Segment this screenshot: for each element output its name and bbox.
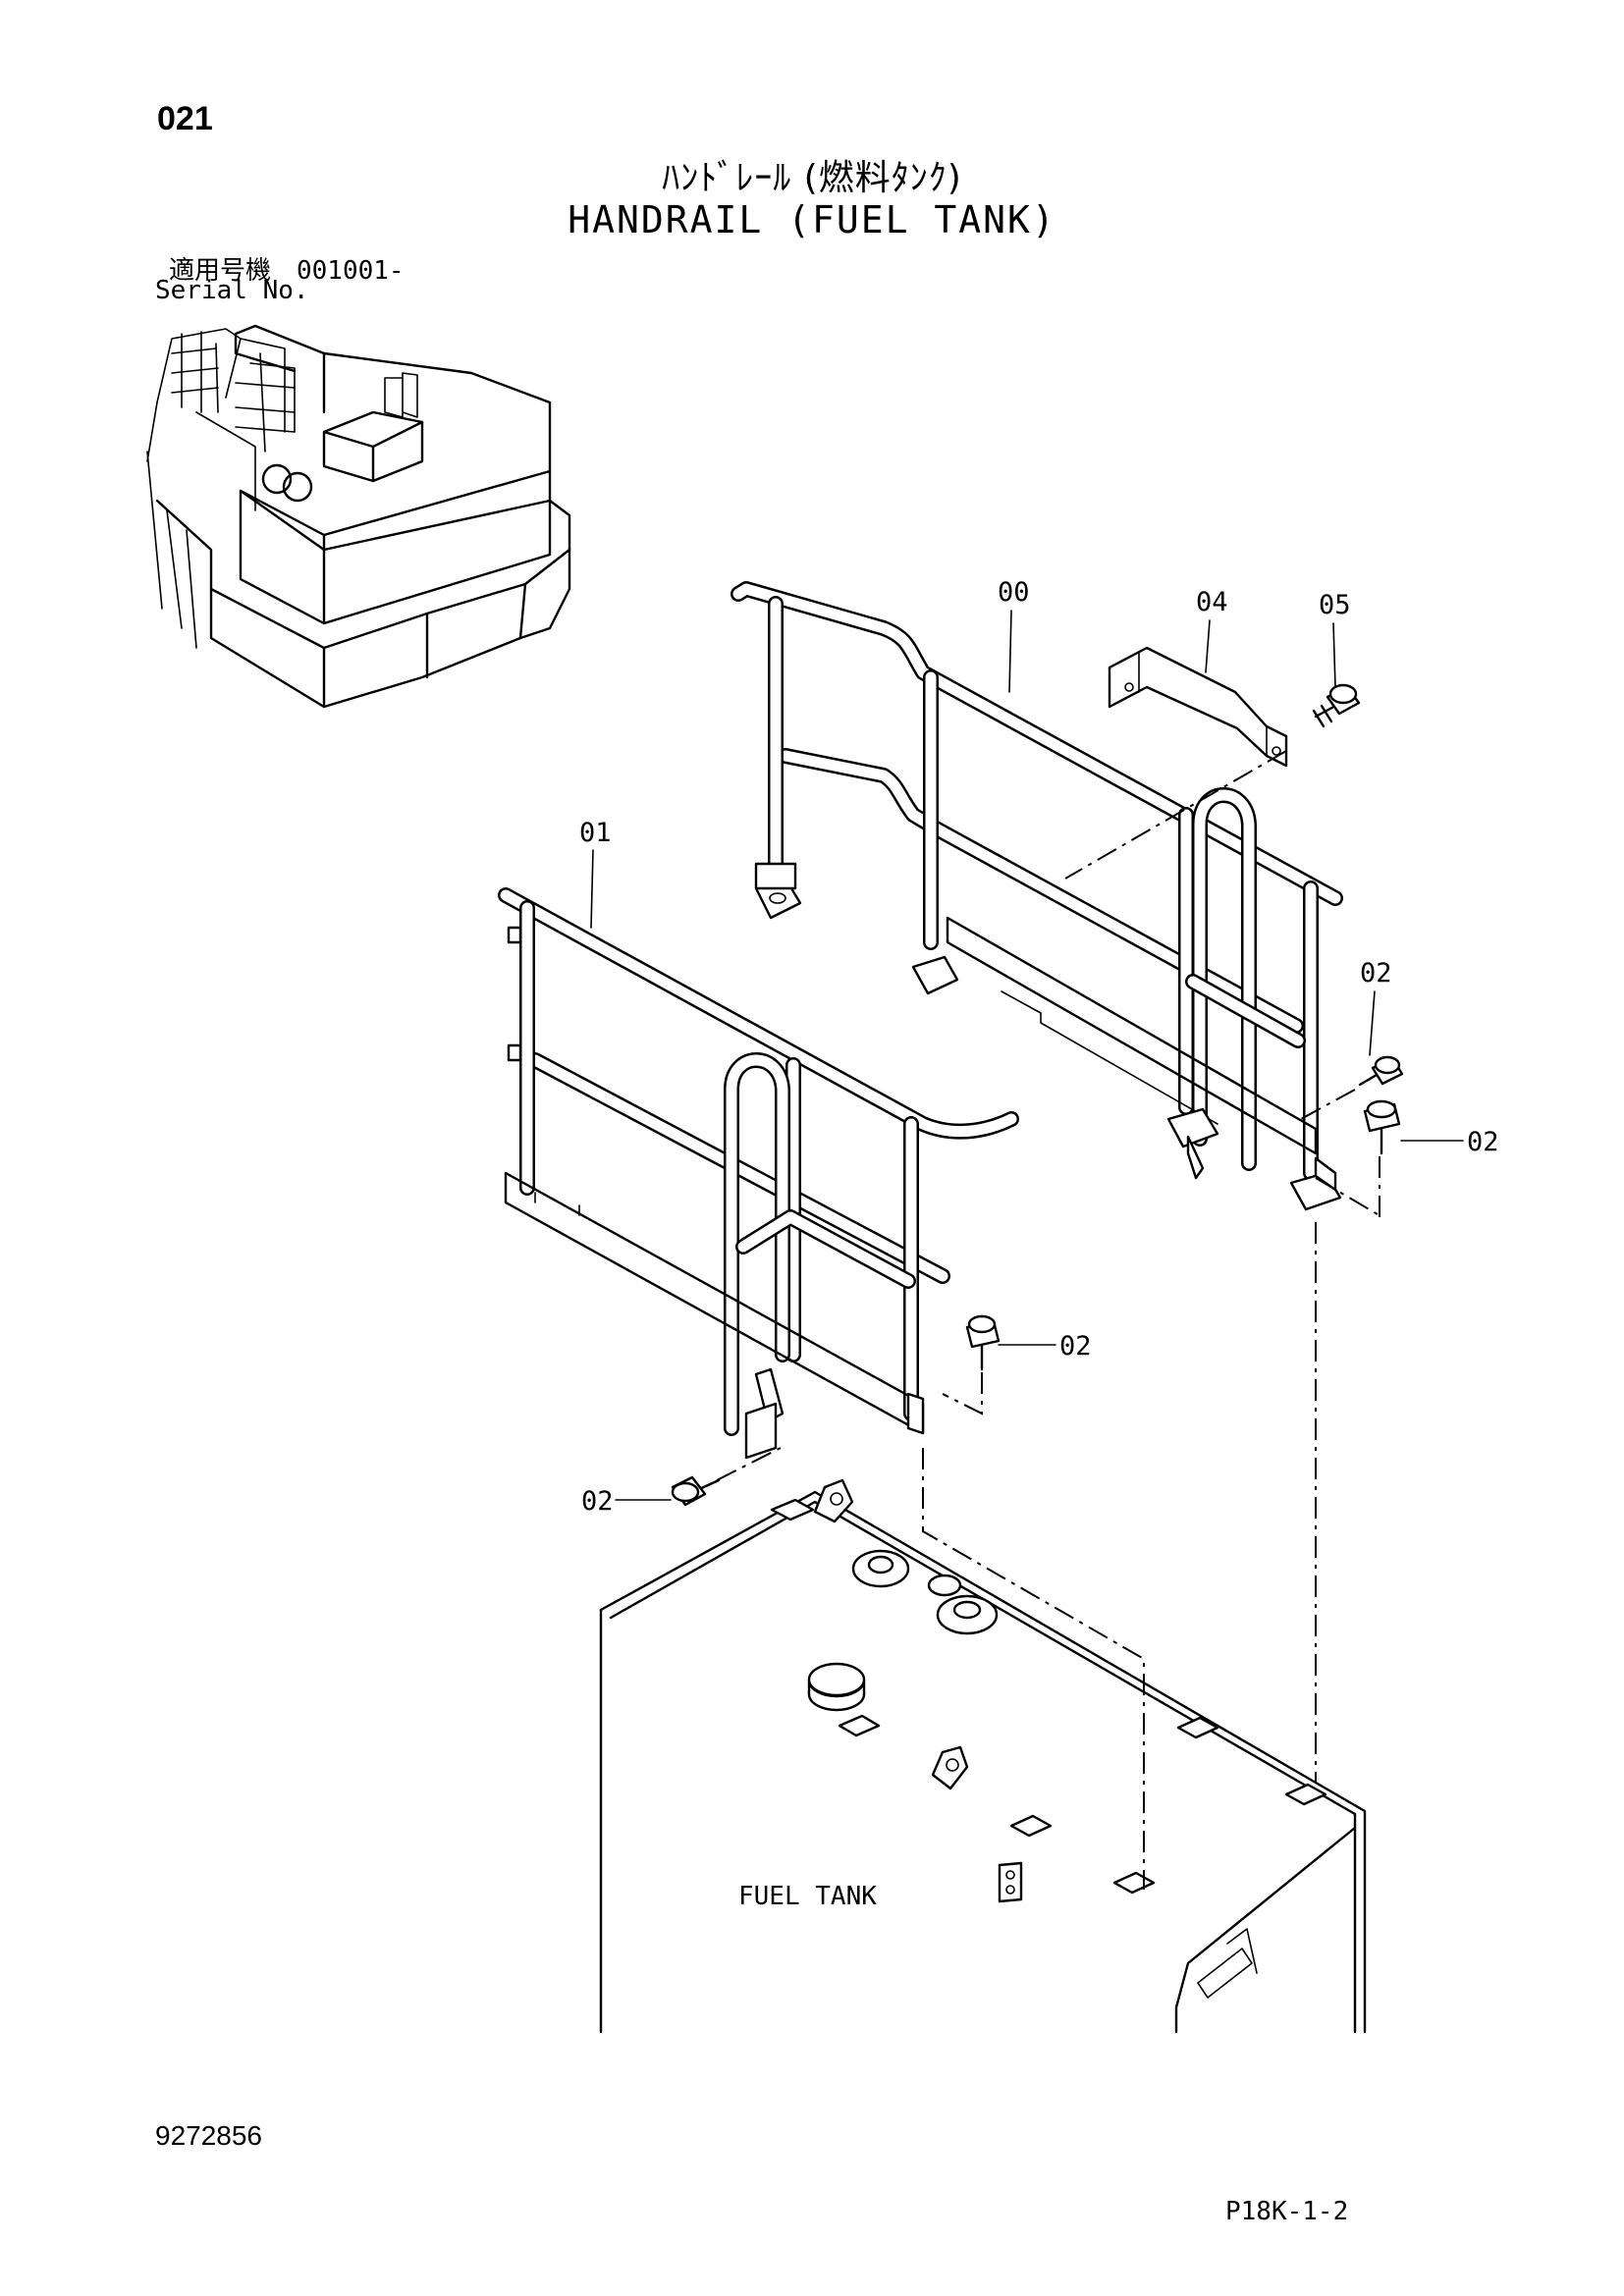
bolt-02-lower — [671, 1475, 721, 1507]
callout-02-right: 02 — [1467, 1127, 1499, 1157]
serial-label: Serial No. — [155, 276, 309, 305]
serial-applicability: 適用号機 001001- — [169, 256, 405, 286]
bracket-04 — [1108, 646, 1288, 768]
handrail-01 — [498, 887, 1019, 1460]
callout-04: 04 — [1196, 587, 1228, 617]
callout-01: 01 — [579, 818, 612, 848]
callout-05: 05 — [1319, 590, 1351, 620]
page-number: 021 — [157, 100, 213, 137]
page-code: P18K-1-2 — [1225, 2197, 1349, 2226]
handrail-00 — [731, 581, 1343, 1211]
fuel-tank — [599, 1478, 1367, 2034]
fuel-tank-label: FUEL TANK — [738, 1882, 877, 1911]
bolt-05 — [1312, 683, 1361, 728]
location-inset-drawing — [146, 324, 571, 709]
bolt-02-right — [1363, 1099, 1401, 1155]
callout-00: 00 — [998, 577, 1030, 608]
leader-lines — [590, 610, 1464, 1501]
callout-02-upper: 02 — [1360, 958, 1392, 988]
bolt-02-upper — [1358, 1055, 1404, 1087]
bolt-02-middle — [965, 1314, 1001, 1371]
document-part-number: 9272856 — [155, 2120, 263, 2151]
callout-02-middle: 02 — [1059, 1331, 1092, 1362]
assembly-centerlines — [716, 750, 1383, 1890]
page-title-japanese: ﾊﾝﾄﾞﾚｰﾙ (燃料ﾀﾝｸ) — [662, 158, 962, 198]
page-title: HANDRAIL (FUEL TANK) — [568, 198, 1056, 241]
callout-02-lower: 02 — [581, 1486, 614, 1517]
